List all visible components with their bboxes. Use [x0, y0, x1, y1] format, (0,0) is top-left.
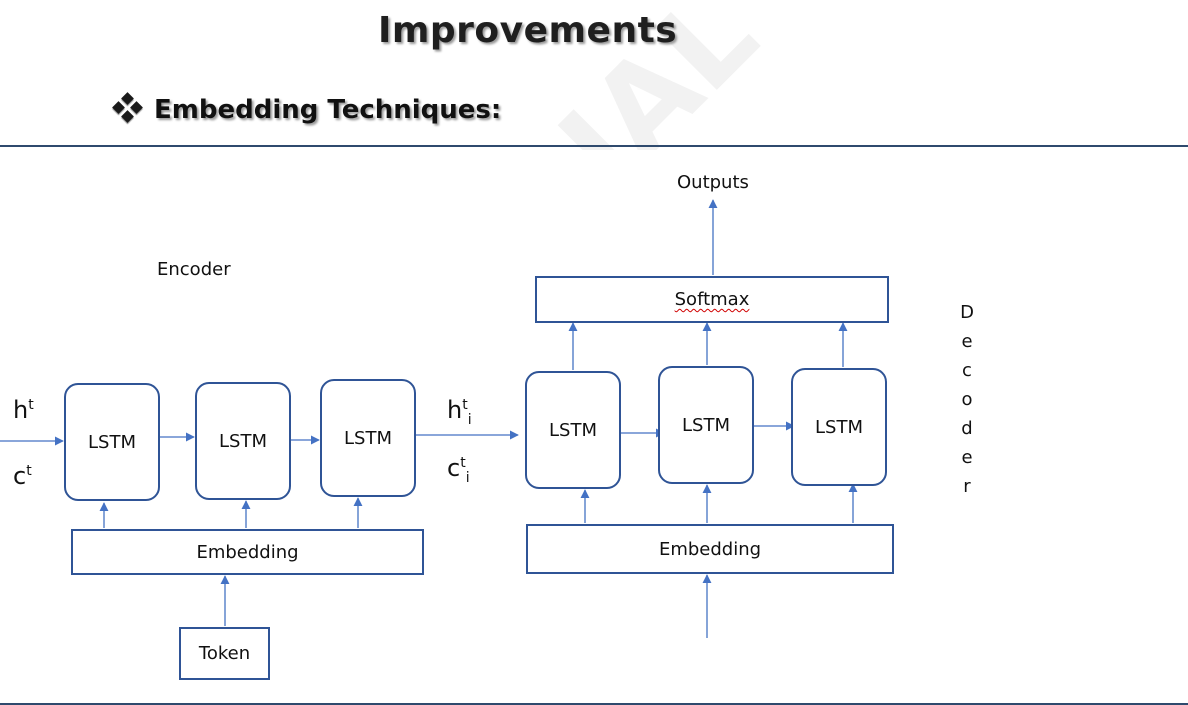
encoder-embedding-box: Embedding [71, 529, 424, 575]
page-title: Improvements [378, 10, 678, 51]
handoff-cell-state-label: cti [447, 454, 470, 486]
section-heading: Embedding Techniques: [154, 95, 502, 125]
decoder-lstm-3: LSTM [791, 368, 887, 486]
encoder-label: Encoder [157, 259, 231, 280]
encoder-hidden-state-label: ht [13, 396, 34, 424]
section-heading-row: Embedding Techniques: [110, 92, 501, 128]
decoder-embedding-box: Embedding [526, 524, 894, 574]
handoff-hidden-state-label: hti [447, 396, 472, 428]
four-diamond-bullet-icon [110, 92, 146, 128]
top-divider [0, 145, 1188, 147]
decoder-lstm-1: LSTM [525, 371, 621, 489]
encoder-cell-state-label: ct [13, 462, 32, 490]
softmax-box: Softmax [535, 276, 889, 323]
decoder-label: Decoder [960, 302, 974, 497]
encoder-lstm-3: LSTM [320, 379, 416, 497]
outputs-label: Outputs [677, 172, 749, 193]
encoder-lstm-1: LSTM [64, 383, 160, 501]
encoder-lstm-2: LSTM [195, 382, 291, 500]
token-box: Token [179, 627, 270, 680]
bottom-divider [0, 703, 1188, 705]
decoder-lstm-2: LSTM [658, 366, 754, 484]
